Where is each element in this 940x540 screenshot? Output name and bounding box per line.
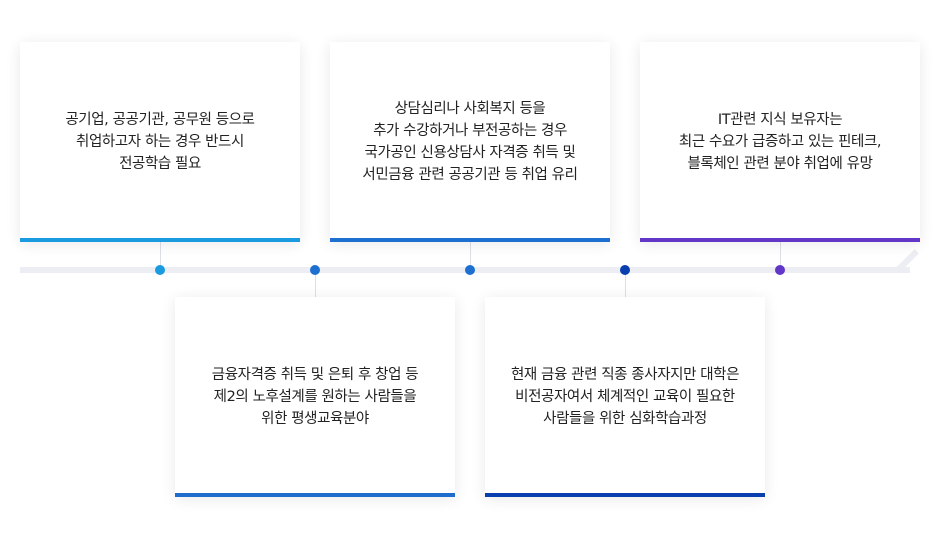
card-line: 최근 수요가 급증하고 있는 핀테크, — [678, 134, 882, 150]
card-line: 제2의 노후설계를 원하는 사람들을 — [213, 389, 417, 405]
connector-line-2 — [470, 242, 471, 269]
card-text: IT관련 지식 보유자는 최근 수요가 급증하고 있는 핀테크, 블록체인 관련… — [665, 109, 895, 175]
timeline-dot-3 — [465, 265, 475, 275]
card-line: 비전공자여서 체계적인 교육이 필요한 — [515, 389, 735, 405]
card-line: 금융자격증 취득 및 은퇴 후 창업 등 — [211, 367, 419, 383]
card-text: 현재 금융 관련 직종 종사자지만 대학은 비전공자여서 체계적인 교육이 필요… — [497, 364, 753, 430]
card-it-fintech: IT관련 지식 보유자는 최근 수요가 급증하고 있는 핀테크, 블록체인 관련… — [640, 42, 920, 242]
card-line: 블록체인 관련 분야 취업에 유망 — [687, 156, 873, 172]
connector-line-1 — [160, 242, 161, 269]
card-line: 사람들을 위한 심화학습과정 — [543, 411, 707, 427]
card-line: 공기업, 공공기관, 공무원 등으로 — [65, 112, 255, 128]
card-lifelong-education: 금융자격증 취득 및 은퇴 후 창업 등 제2의 노후설계를 원하는 사람들을 … — [175, 297, 455, 497]
card-credit-counselor: 상담심리나 사회복지 등을 추가 수강하거나 부전공하는 경우 국가공인 신용상… — [330, 42, 610, 242]
card-accent-bar — [485, 493, 765, 497]
card-line: 위한 평생교육분야 — [261, 411, 369, 427]
card-text: 금융자격증 취득 및 은퇴 후 창업 등 제2의 노후설계를 원하는 사람들을 … — [198, 364, 432, 430]
card-line: 상담심리나 사회복지 등을 — [394, 101, 546, 117]
card-public-sector: 공기업, 공공기관, 공무원 등으로 취업하고자 하는 경우 반드시 전공학습 … — [20, 42, 300, 242]
timeline-dot-5 — [775, 265, 785, 275]
card-line: 서민금융 관련 공공기관 등 취업 유리 — [362, 167, 578, 183]
card-line: 현재 금융 관련 직종 종사자지만 대학은 — [510, 367, 740, 383]
card-accent-bar — [175, 493, 455, 497]
card-advanced-course: 현재 금융 관련 직종 종사자지만 대학은 비전공자여서 체계적인 교육이 필요… — [485, 297, 765, 497]
connector-line-4 — [315, 270, 316, 297]
card-line: 추가 수강하거나 부전공하는 경우 — [373, 123, 567, 139]
card-line: 국가공인 신용상담사 자격증 취득 및 — [364, 145, 576, 161]
timeline-dot-2 — [310, 265, 320, 275]
timeline-dot-1 — [155, 265, 165, 275]
card-accent-bar — [330, 238, 610, 242]
card-line: 전공학습 필요 — [119, 156, 201, 172]
card-accent-bar — [640, 238, 920, 242]
card-line: IT관련 지식 보유자는 — [717, 112, 843, 128]
card-text: 상담심리나 사회복지 등을 추가 수강하거나 부전공하는 경우 국가공인 신용상… — [348, 98, 591, 186]
card-accent-bar — [20, 238, 300, 242]
card-text: 공기업, 공공기관, 공무원 등으로 취업하고자 하는 경우 반드시 전공학습 … — [51, 109, 268, 175]
connector-line-5 — [625, 270, 626, 297]
timeline-dot-4 — [620, 265, 630, 275]
connector-line-3 — [780, 242, 781, 269]
card-line: 취업하고자 하는 경우 반드시 — [76, 134, 244, 150]
